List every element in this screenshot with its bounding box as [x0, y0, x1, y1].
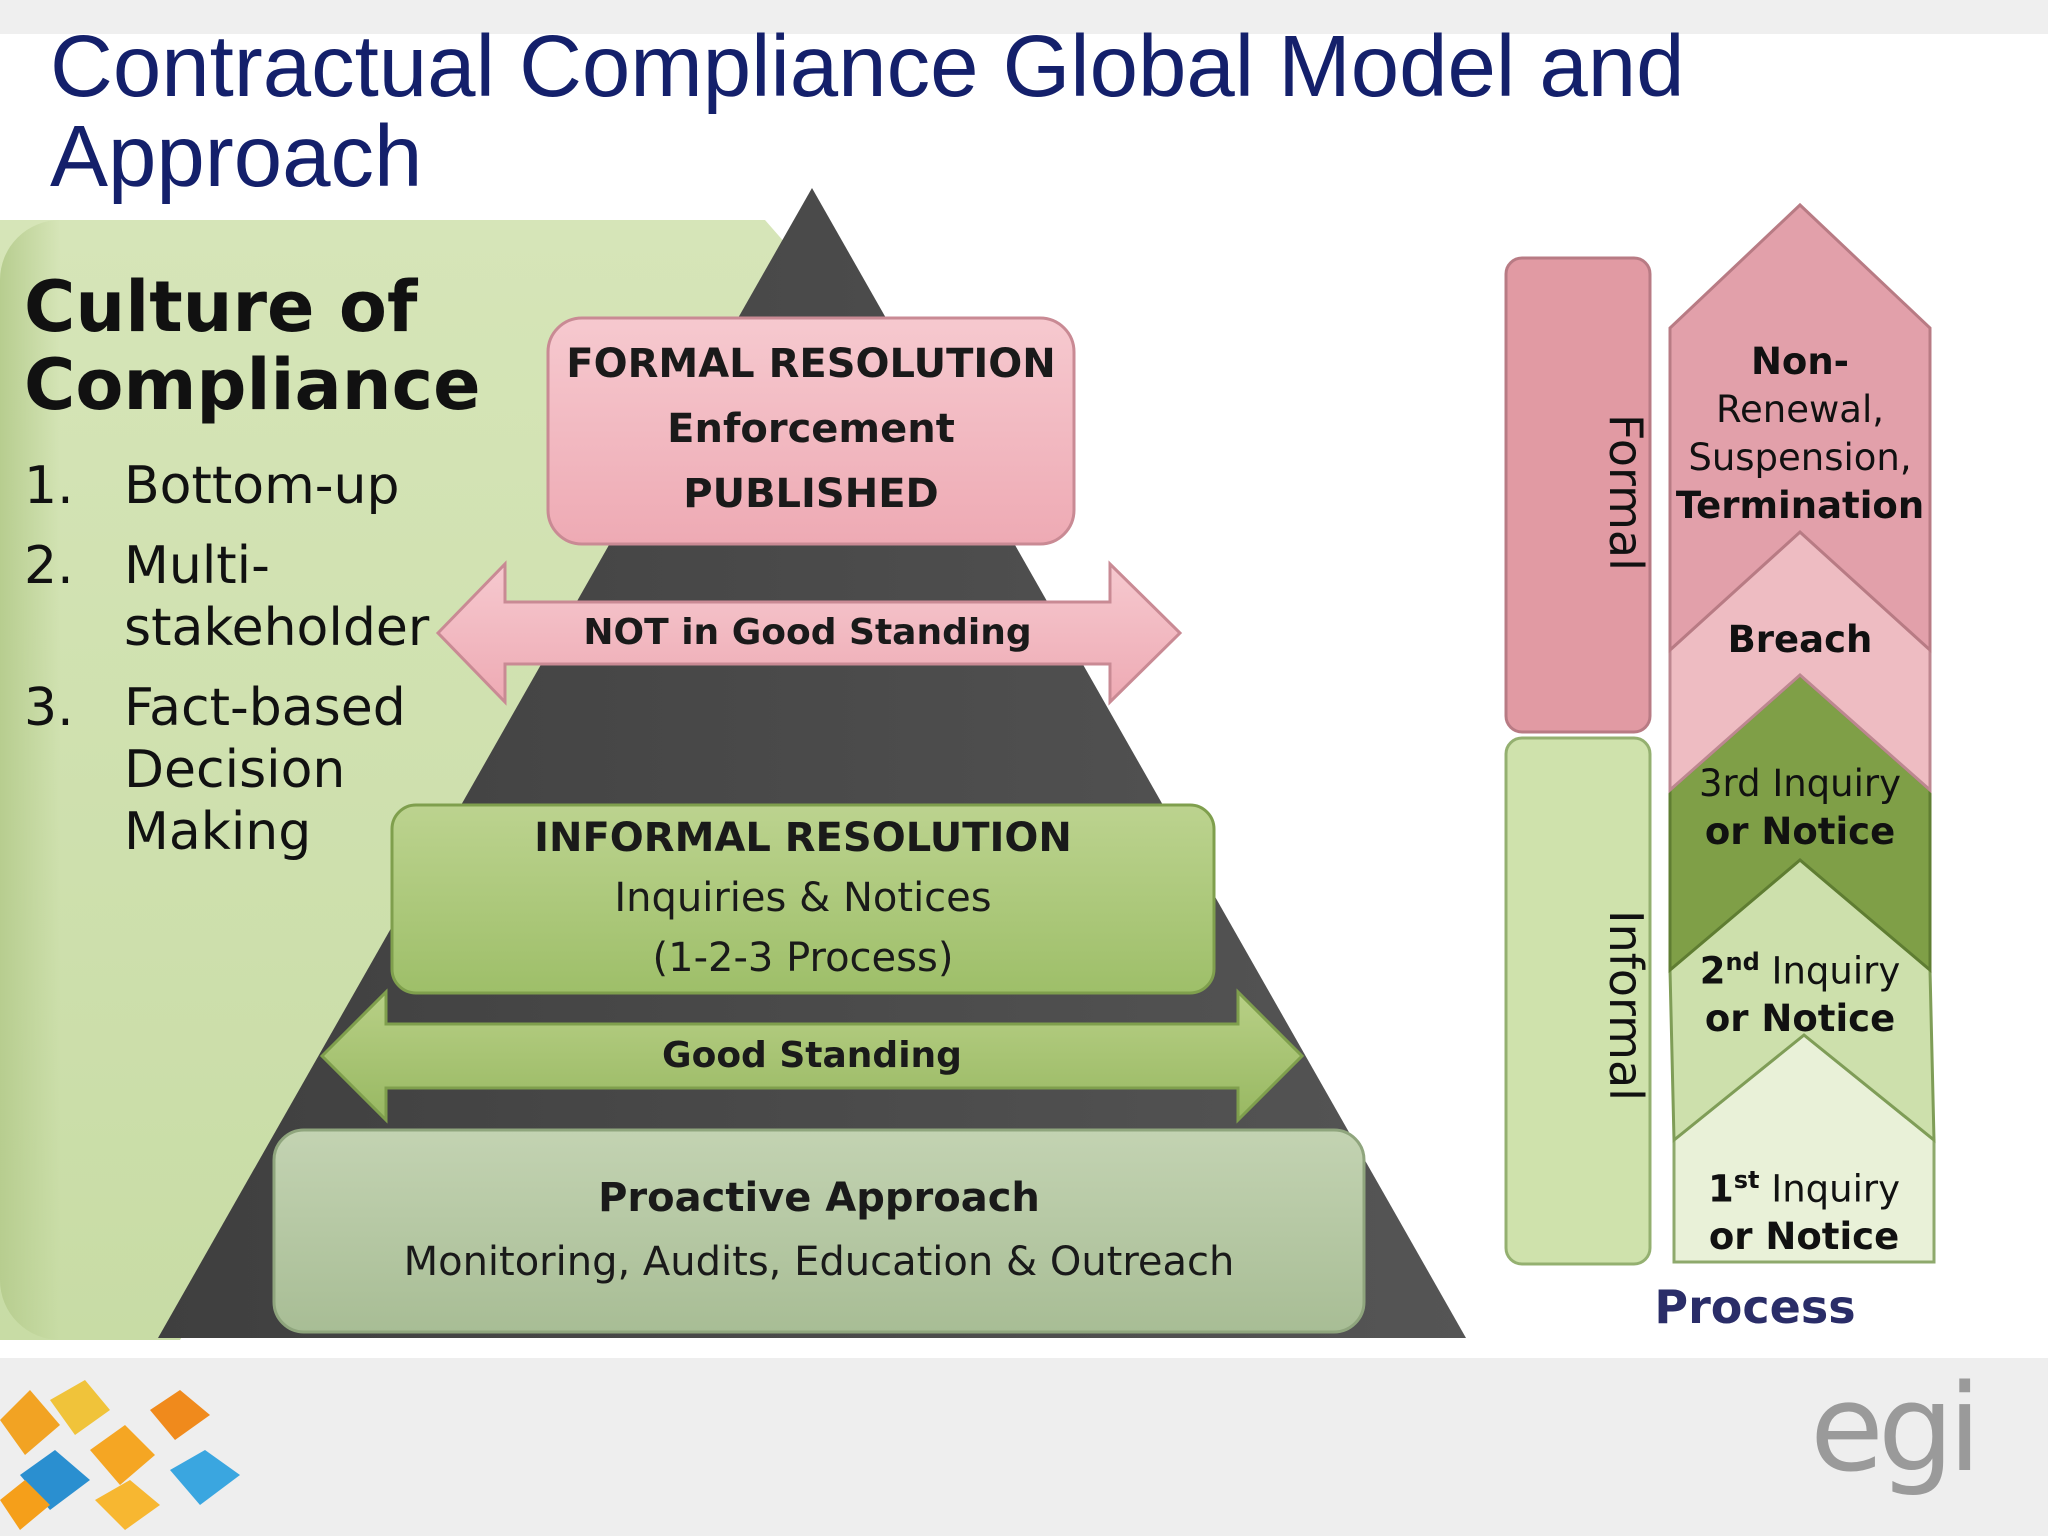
nonrenewal-line-2: Renewal,	[1716, 388, 1884, 431]
process-label: Process	[1654, 1280, 1856, 1334]
culture-title: Culture of Compliance	[24, 268, 481, 424]
culture-item-number: 2.	[24, 536, 74, 596]
culture-item-number: 1.	[24, 456, 74, 516]
first-ordinal-suffix: st	[1733, 1166, 1760, 1194]
culture-list-item: 1. Bottom-up	[24, 455, 464, 517]
icann-logo-icon	[0, 1380, 240, 1530]
culture-item-text: Multi-stakeholder	[124, 536, 430, 658]
not-good-standing-label: NOT in Good Standing	[583, 612, 1032, 653]
proactive-approach-activities: Monitoring, Audits, Education & Outreach	[403, 1239, 1235, 1285]
first-inquiry-step-text: 1st Inquiry or Notice	[1674, 1156, 1934, 1261]
third-inquiry-line-1: 3rd Inquiry	[1698, 762, 1902, 805]
proactive-approach-text: Proactive Approach Monitoring, Audits, E…	[274, 1166, 1364, 1294]
second-inquiry-step-text: 2nd Inquiry or Notice	[1670, 938, 1930, 1043]
informal-resolution-heading: INFORMAL RESOLUTION	[534, 815, 1072, 861]
culture-panel-edge	[0, 220, 60, 1340]
nonrenewal-line-4: Termination	[1675, 484, 1925, 527]
nonrenewal-step-text: Non- Renewal, Suspension, Termination	[1670, 338, 1930, 530]
informal-resolution-text: INFORMAL RESOLUTION Inquiries & Notices …	[392, 808, 1214, 988]
informal-resolution-box	[390, 803, 1216, 995]
second-inquiry-line-2: or Notice	[1704, 997, 1896, 1041]
second-inquiry-line-1: 2nd Inquiry	[1670, 938, 1930, 995]
top-strip	[0, 0, 2048, 34]
informal-resolution-inquiries: Inquiries & Notices	[614, 875, 992, 921]
third-inquiry-step-text: 3rd Inquiry or Notice	[1670, 760, 1930, 856]
second-ordinal: 2	[1699, 949, 1726, 993]
bottom-band	[0, 1358, 2048, 1536]
third-inquiry-line-2: or Notice	[1704, 810, 1896, 853]
culture-title-line-1: Culture of	[24, 266, 418, 348]
informal-resolution-process: (1-2-3 Process)	[652, 935, 954, 981]
good-standing-arrow	[319, 988, 1305, 1124]
formal-resolution-heading: FORMAL RESOLUTION	[566, 341, 1056, 387]
not-good-standing-arrow	[435, 560, 1183, 706]
second-inquiry-word: Inquiry	[1759, 949, 1901, 993]
slide-title-line-2: Approach	[50, 108, 423, 205]
proactive-approach-box	[272, 1128, 1366, 1334]
culture-list-item: 2. Multi-stakeholder	[24, 535, 464, 659]
culture-item-text: Fact-based Decision Making	[124, 678, 406, 862]
good-standing-label: Good Standing	[662, 1035, 962, 1076]
slide-title: Contractual Compliance Global Model and …	[50, 22, 1950, 202]
second-ordinal-suffix: nd	[1725, 948, 1760, 976]
formal-label: Formal	[1599, 413, 1653, 571]
formal-resolution-box	[546, 316, 1076, 546]
nonrenewal-line-1: Non-	[1750, 340, 1850, 383]
proactive-approach-heading: Proactive Approach	[598, 1175, 1040, 1221]
nonrenewal-line-3: Suspension,	[1688, 436, 1912, 479]
slide-title-line-1: Contractual Compliance Global Model and	[50, 18, 1685, 115]
informal-bar	[1504, 736, 1652, 1266]
culture-list-item: 3. Fact-based Decision Making	[24, 677, 464, 863]
first-inquiry-line-2: or Notice	[1708, 1215, 1900, 1259]
formal-bar	[1504, 256, 1652, 734]
egi-logo: egi	[1810, 1360, 1981, 1499]
nonrenewal-chevron	[1668, 202, 1932, 654]
culture-title-line-2: Compliance	[24, 344, 481, 426]
formal-resolution-enforcement: Enforcement	[667, 406, 955, 452]
first-inquiry-word: Inquiry	[1759, 1167, 1900, 1211]
first-inquiry-line-1: 1st Inquiry	[1674, 1156, 1934, 1213]
formal-resolution-text: FORMAL RESOLUTION Enforcement PUBLISHED	[548, 332, 1074, 527]
first-ordinal: 1	[1708, 1167, 1734, 1211]
culture-item-text: Bottom-up	[124, 456, 400, 516]
formal-resolution-published: PUBLISHED	[683, 471, 939, 517]
informal-label: Informal	[1599, 909, 1653, 1101]
breach-step-text: Breach	[1727, 618, 1873, 661]
culture-list: 1. Bottom-up 2. Multi-stakeholder 3. Fac…	[24, 455, 464, 881]
culture-item-number: 3.	[24, 678, 74, 738]
